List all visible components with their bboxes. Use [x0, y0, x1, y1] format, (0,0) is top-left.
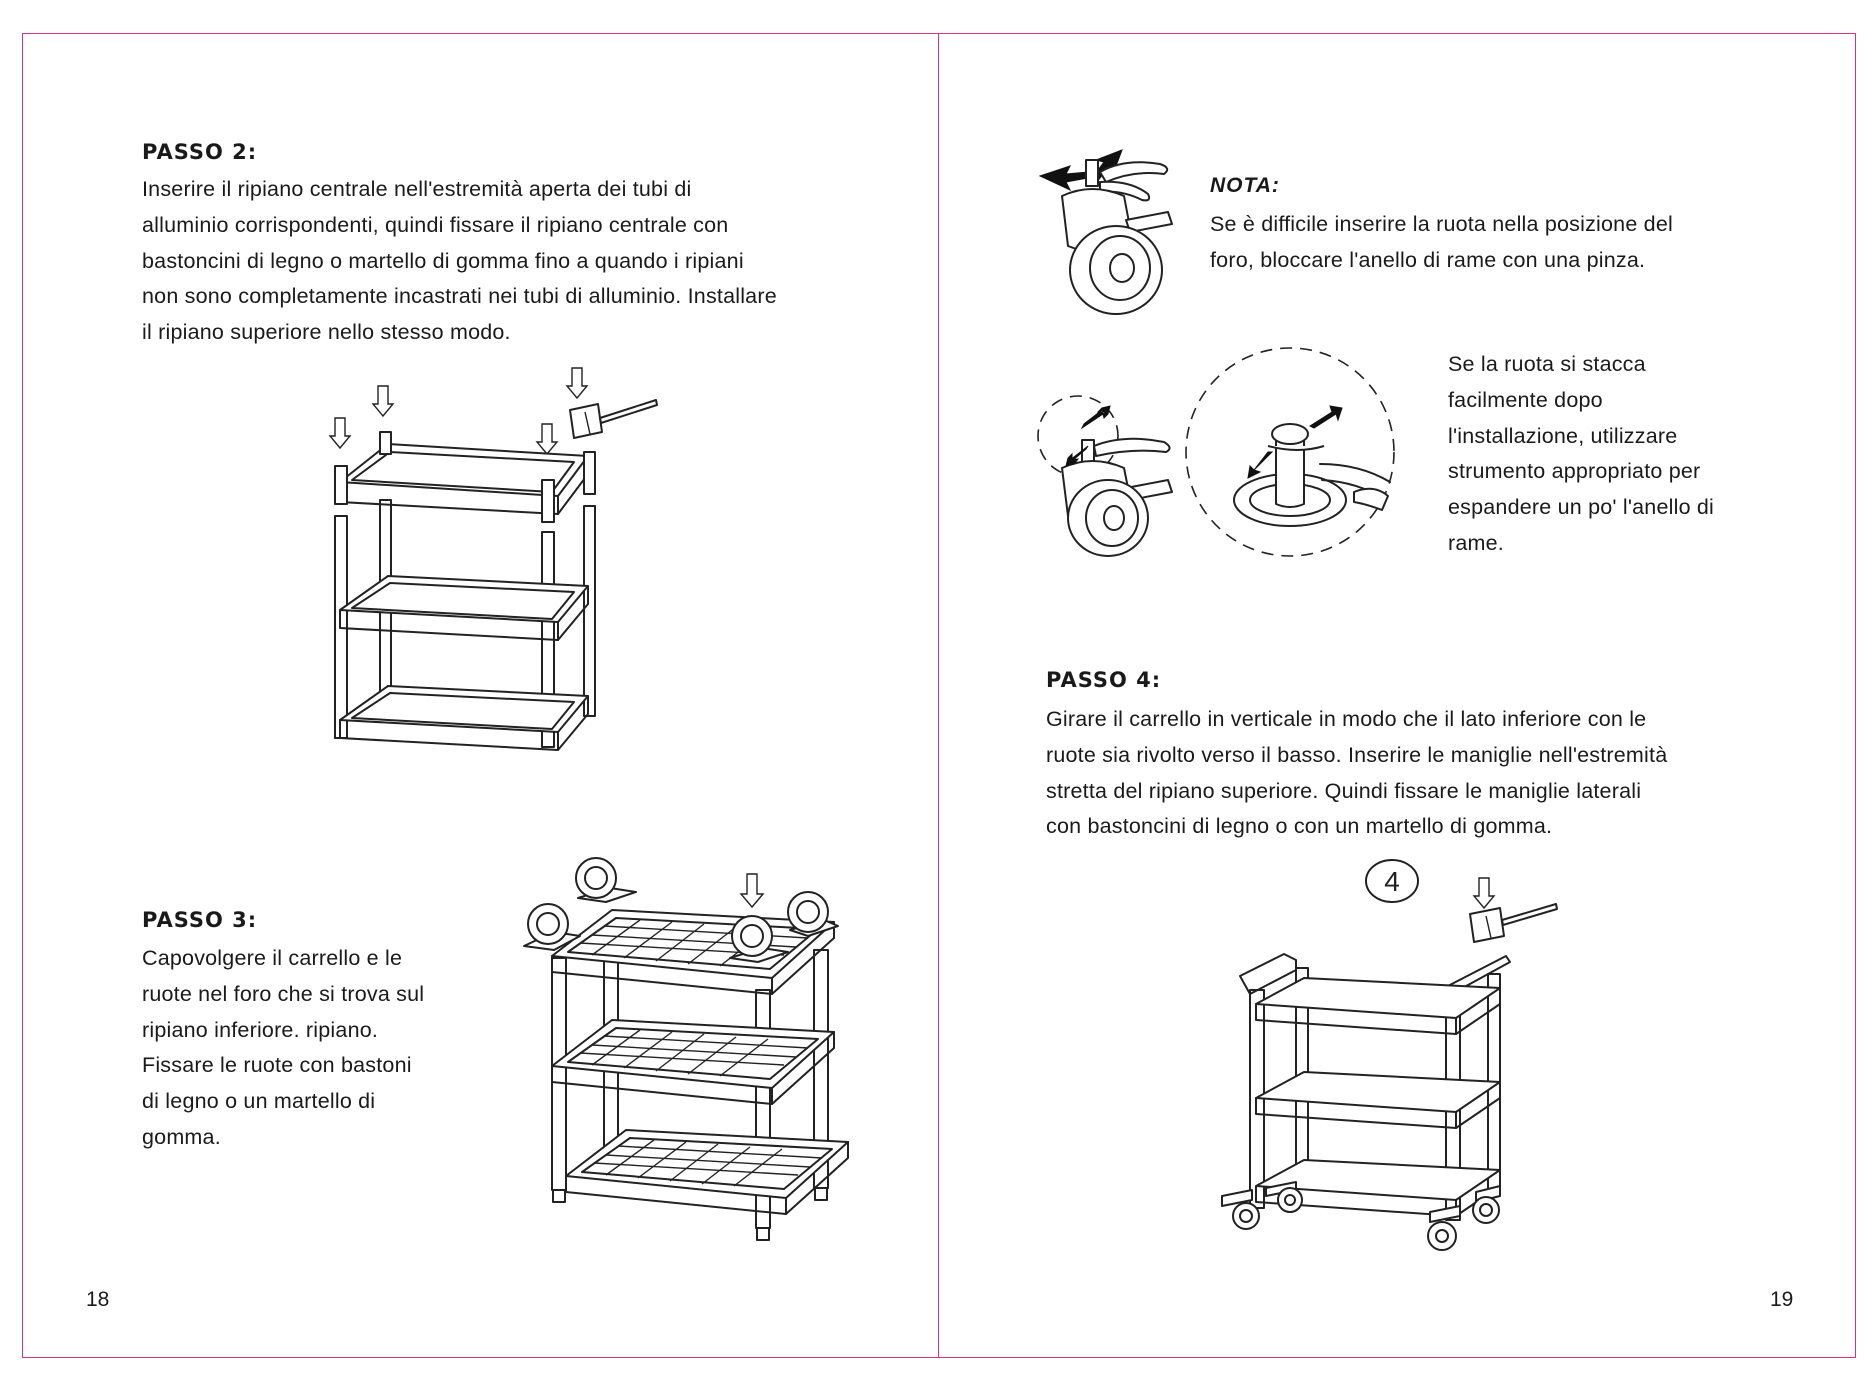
- down-arrow-icon: [741, 874, 763, 907]
- page-fold-line: [938, 33, 939, 1358]
- arrow-icon: [1066, 406, 1110, 466]
- step4-heading: PASSO 4:: [1046, 668, 1162, 692]
- rubber-mallet-icon: [570, 400, 657, 438]
- step3-heading: PASSO 3:: [142, 908, 258, 932]
- step4-text: Girare il carrello in verticale in modo …: [1046, 707, 1668, 839]
- page-number-right: 19: [1770, 1288, 1794, 1311]
- caster-wheel-icon: [1428, 1206, 1460, 1250]
- step2-heading: PASSO 2:: [142, 140, 258, 164]
- note-heading: NOTA:: [1210, 174, 1280, 197]
- grid-shelf-bottom: [566, 1130, 848, 1214]
- note-text: Se è difficile inserire la ruota nella p…: [1210, 212, 1673, 272]
- down-arrow-icon: [330, 368, 587, 454]
- page-number-left: 18: [86, 1288, 110, 1311]
- caster-wheel-icon: [1222, 1190, 1259, 1229]
- caster-wheel-icon: [730, 916, 788, 962]
- caster-wheel-icon: [524, 904, 580, 950]
- arrow-icon: [1248, 406, 1342, 478]
- step4-badge: 4: [1364, 858, 1420, 904]
- grid-shelf-middle: [552, 1020, 834, 1104]
- step2-text: Inserire il ripiano centrale nell'estrem…: [142, 177, 777, 345]
- down-arrow-icon: [1474, 878, 1494, 908]
- tip-text: Se la ruota si stacca facilmente dopo l'…: [1448, 352, 1715, 555]
- caster-wheel-icon: [1473, 1186, 1500, 1223]
- step4-badge-number: 4: [1384, 866, 1400, 897]
- page-spread-border: [22, 33, 1856, 1358]
- caster-wheel-icon: [788, 892, 838, 936]
- rubber-mallet-icon: [1470, 904, 1557, 942]
- caster-wheel-icon: [576, 858, 636, 902]
- caster-wheel-icon: [1266, 1182, 1302, 1212]
- step3-text: Capovolgere il carrello e le ruote nel f…: [142, 946, 425, 1149]
